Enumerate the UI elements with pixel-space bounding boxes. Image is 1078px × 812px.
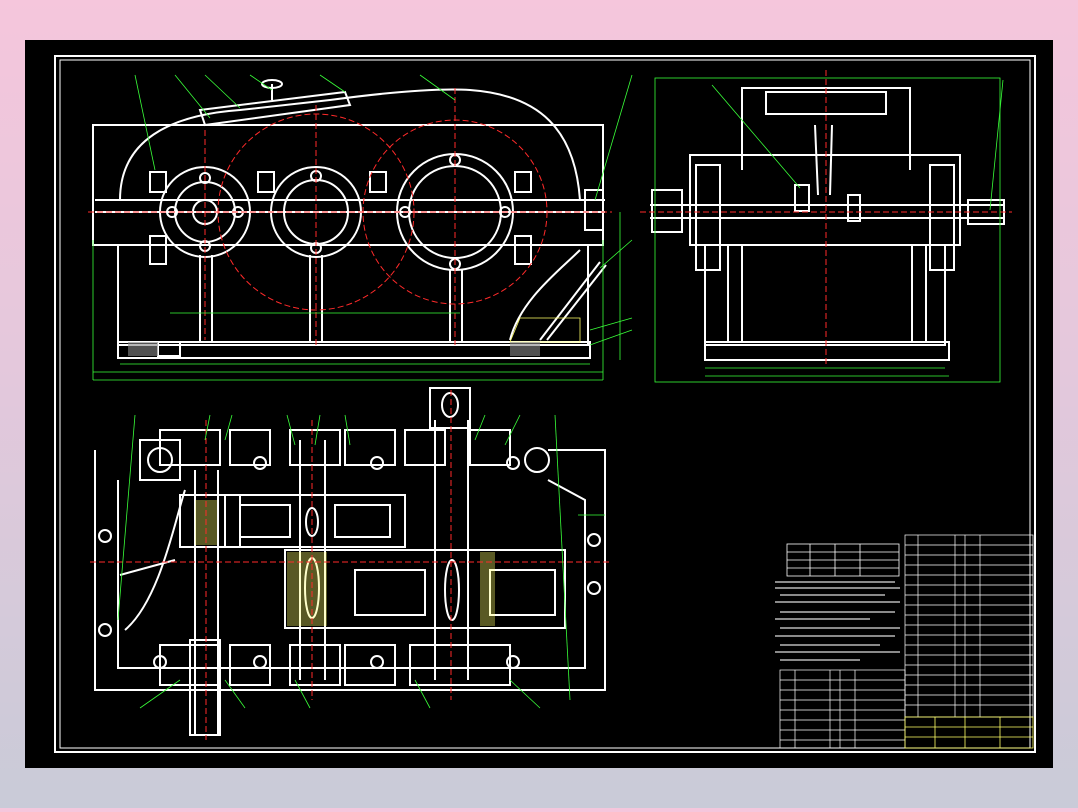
housing-base-body [117, 244, 589, 346]
gear-1 [224, 494, 406, 548]
output-shaft-stub [429, 387, 471, 429]
oil-dipstick [539, 261, 601, 341]
top-section-view [90, 387, 612, 740]
housing-cover-outline [119, 88, 581, 201]
housing-foot [117, 341, 591, 359]
outer-frame [54, 55, 1036, 753]
technical-specs-table [786, 543, 900, 577]
section-outer-wall [94, 449, 606, 691]
title-block [904, 716, 1034, 749]
gear-2 [284, 549, 566, 629]
technical-requirements-notes [775, 581, 900, 661]
side-dimension-box [654, 77, 1001, 383]
front-view [88, 74, 633, 381]
inner-frame [59, 59, 1031, 749]
side-housing-body [704, 244, 946, 346]
coupling-left [651, 189, 683, 233]
side-foot [704, 341, 950, 361]
drawing-canvas [25, 40, 1053, 768]
input-shaft-stub [189, 639, 221, 736]
parts-list-lower [779, 669, 906, 749]
side-view [640, 70, 1012, 383]
oil-level [509, 317, 581, 343]
inspection-cover [198, 90, 352, 127]
parts-list [904, 534, 1034, 718]
